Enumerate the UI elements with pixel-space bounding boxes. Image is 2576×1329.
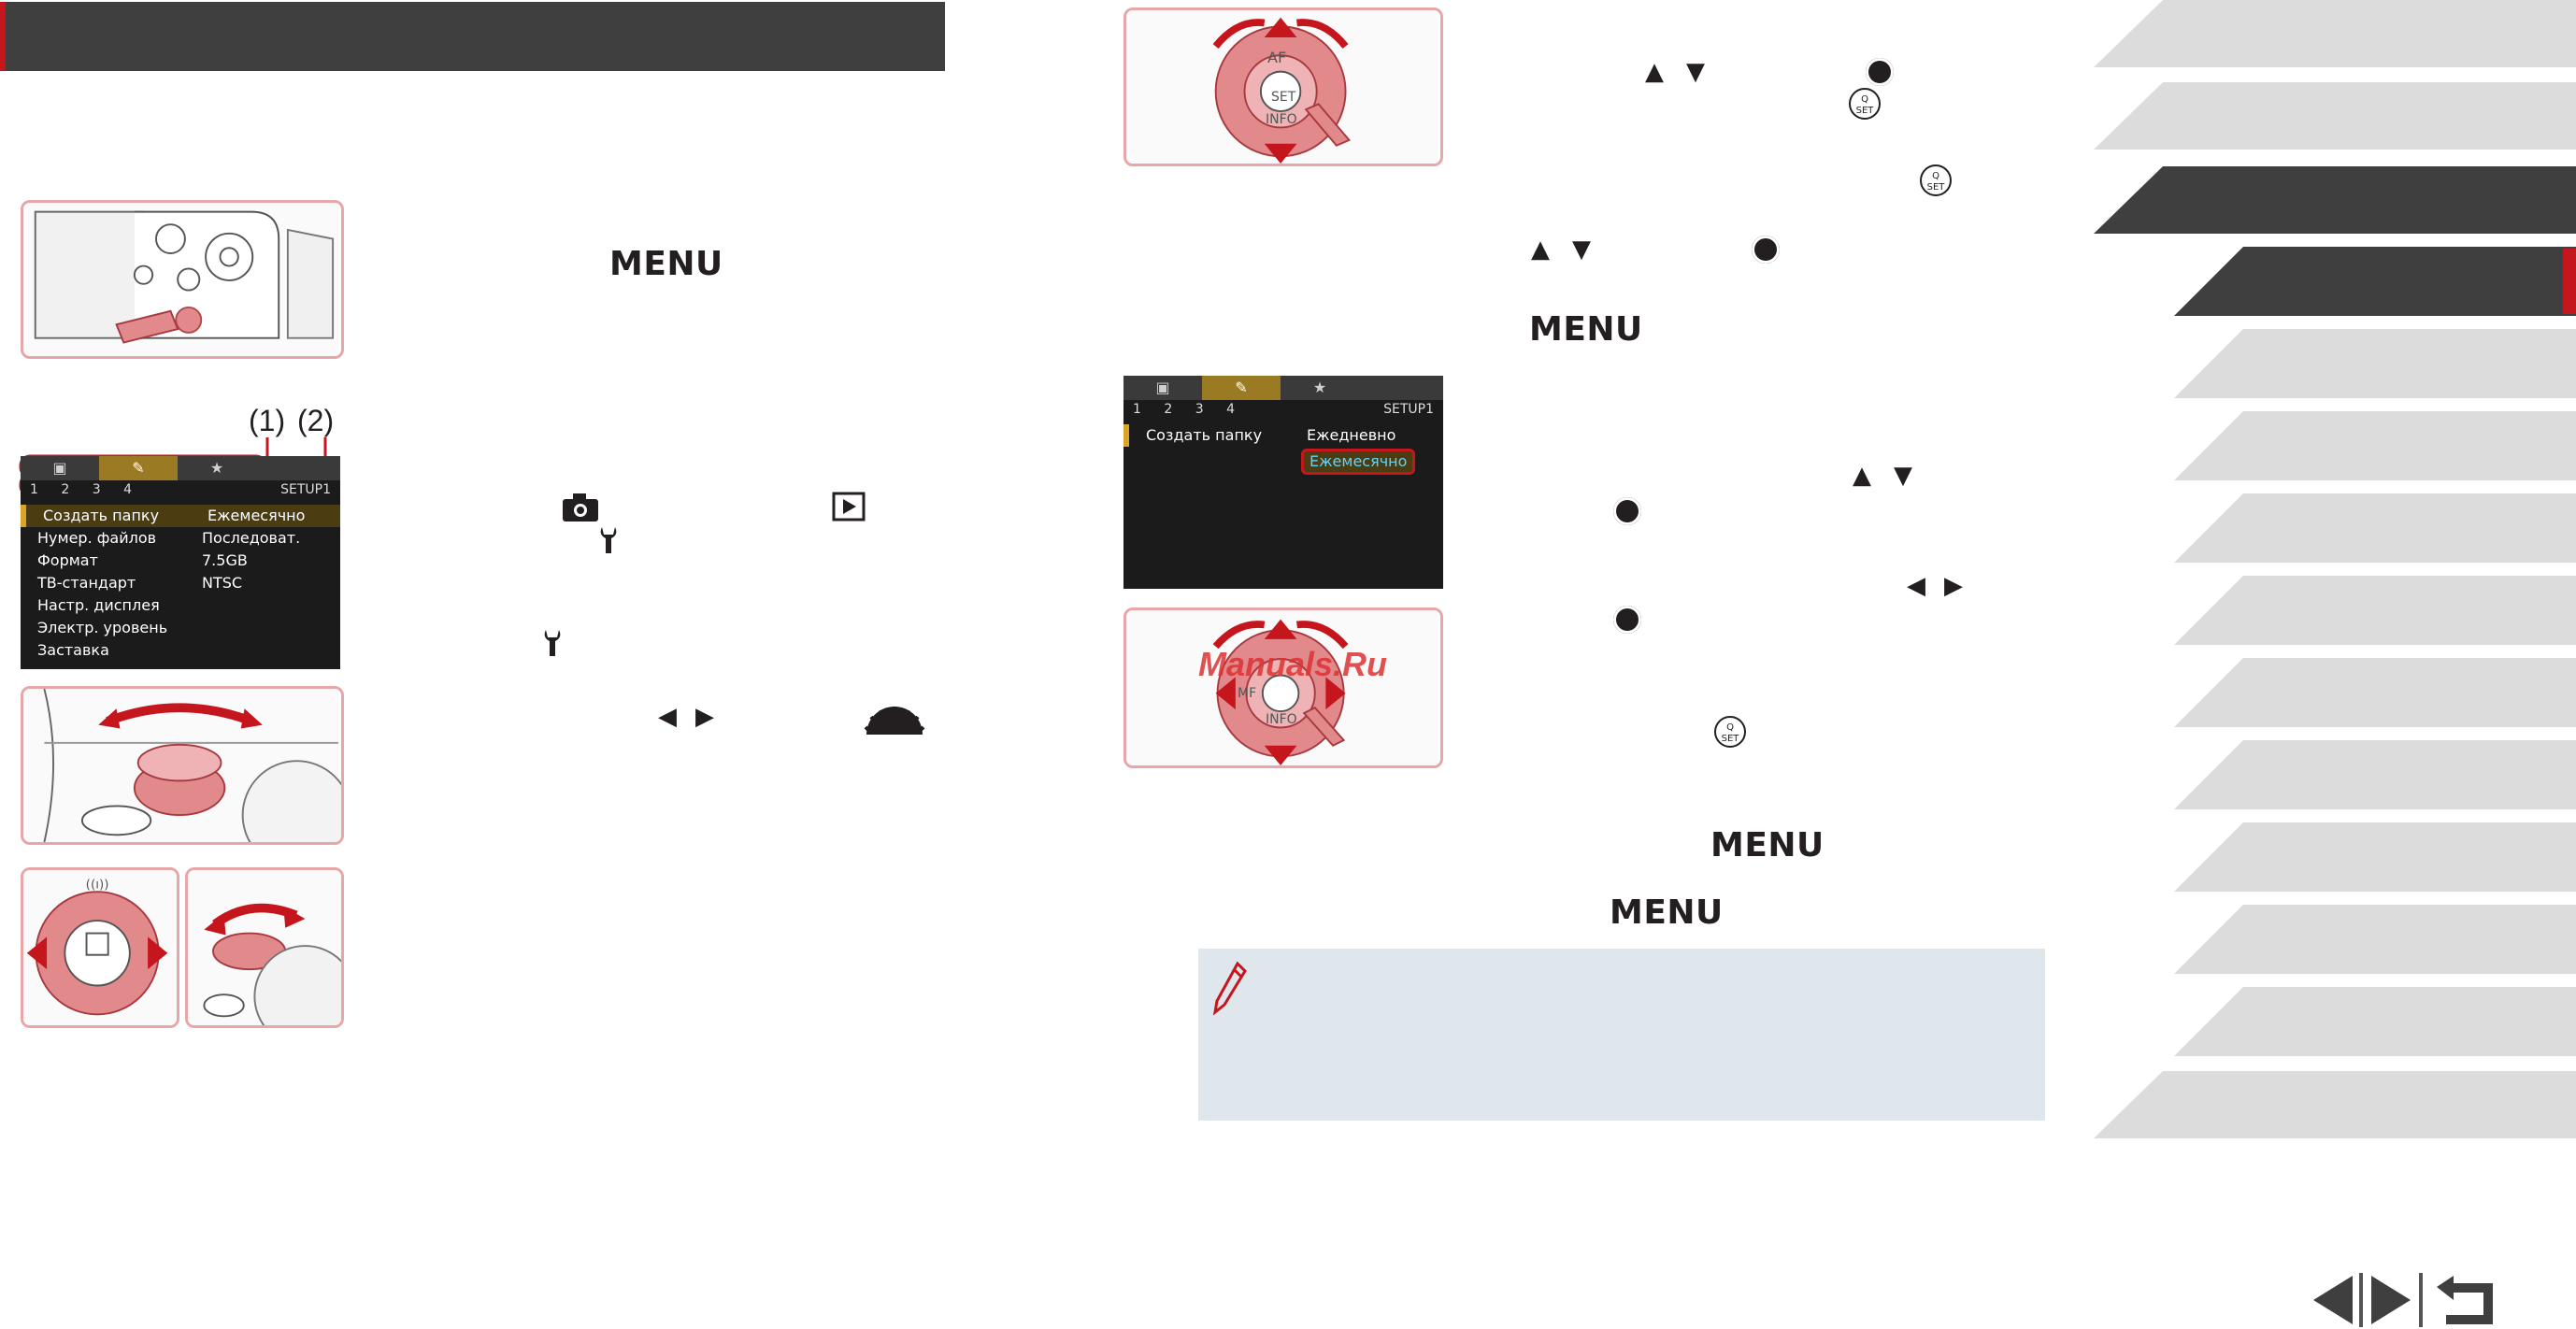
page-label: SETUP1 — [1383, 402, 1434, 417]
control-wheel-icon — [1613, 497, 1641, 525]
menu-key-label: MENU — [1529, 310, 1643, 349]
control-wheel-icon — [1866, 58, 1894, 86]
menu-key-label: MENU — [609, 245, 723, 283]
control-wheel-icon — [1752, 236, 1780, 264]
note-box — [1198, 949, 2045, 1121]
menu-row: Настр. дисплея — [37, 596, 160, 614]
previous-page-button[interactable] — [2309, 1273, 2357, 1327]
control-dial-illustration — [185, 867, 344, 1028]
control-wheel-four-way-illustration — [1123, 607, 1443, 768]
tab-shooting: ▣ — [1155, 379, 1170, 396]
dial-label-info: INFO — [1266, 112, 1297, 127]
nav-divider — [2419, 1273, 2423, 1327]
page-numbers: 1 2 3 4 — [30, 482, 132, 497]
camera-menu-button-illustration — [21, 200, 344, 359]
triangle-left-icon — [2313, 1276, 2353, 1324]
nav-divider — [2359, 1273, 2363, 1327]
tab-setup: ✎ — [1202, 376, 1281, 400]
tab-setup: ✎ — [99, 456, 178, 480]
menu-key-label: MENU — [1610, 893, 1724, 932]
control-wheel-set-illustration — [1123, 7, 1443, 166]
up-arrow-icon: ▲ — [1531, 236, 1550, 264]
dial-label-set: SET — [1271, 90, 1296, 105]
front-dial-icon — [864, 707, 925, 735]
camera-icon — [563, 493, 598, 522]
page-numbers: 1 2 3 4 — [1133, 402, 1235, 417]
top-dial-illustration — [21, 686, 344, 845]
down-arrow-icon: ▼ — [1572, 236, 1591, 264]
callout-2: (2) — [297, 404, 335, 437]
down-arrow-icon: ▼ — [1686, 58, 1705, 86]
pencil-icon — [1212, 961, 1247, 1016]
svg-text:((ı)): ((ı)) — [86, 877, 109, 892]
dial-label-mf: MF — [1238, 686, 1257, 701]
right-arrow-icon: ▶ — [695, 703, 714, 731]
tab-my-menu: ★ — [1312, 379, 1327, 396]
callout-1: (1) — [249, 404, 286, 437]
left-arrow-icon: ◀ — [658, 703, 677, 731]
triangle-right-icon — [2371, 1276, 2411, 1324]
playback-icon — [832, 492, 866, 522]
return-arrow-icon — [2437, 1276, 2493, 1324]
menu-row: Заставка — [37, 641, 109, 659]
selected-option: Ежемесячно — [1301, 449, 1416, 475]
down-arrow-icon: ▼ — [1894, 462, 1912, 490]
watermark: Manuals.Ru — [1198, 645, 1388, 683]
dial-label-af: AF — [1267, 49, 1287, 66]
sidebar-tabs — [2094, 0, 2576, 1138]
wrench-icon — [544, 630, 561, 656]
tab-my-menu: ★ — [209, 459, 224, 477]
control-wheel-left-right-illustration: ((ı)) — [21, 867, 179, 1028]
menu-tab-bar: ▣ ✎ ★ — [1123, 376, 1443, 400]
next-page-button[interactable] — [2367, 1273, 2415, 1327]
return-button[interactable] — [2430, 1273, 2501, 1327]
menu-row: Электр. уровень — [37, 619, 168, 636]
wrench-icon — [600, 527, 617, 553]
page-label: SETUP1 — [280, 482, 331, 497]
up-arrow-icon: ▲ — [1645, 58, 1664, 86]
menu-key-label: MENU — [1710, 826, 1825, 865]
up-arrow-icon: ▲ — [1853, 462, 1871, 490]
section-header-bar — [0, 2, 945, 71]
menu-tab-bar: ▣ ✎ ★ — [21, 456, 340, 480]
tab-shooting: ▣ — [52, 459, 67, 477]
right-arrow-icon: ▶ — [1944, 572, 1963, 600]
dial-label-info: INFO — [1266, 712, 1297, 727]
left-arrow-icon: ◀ — [1907, 572, 1925, 600]
control-wheel-icon — [1613, 606, 1641, 634]
